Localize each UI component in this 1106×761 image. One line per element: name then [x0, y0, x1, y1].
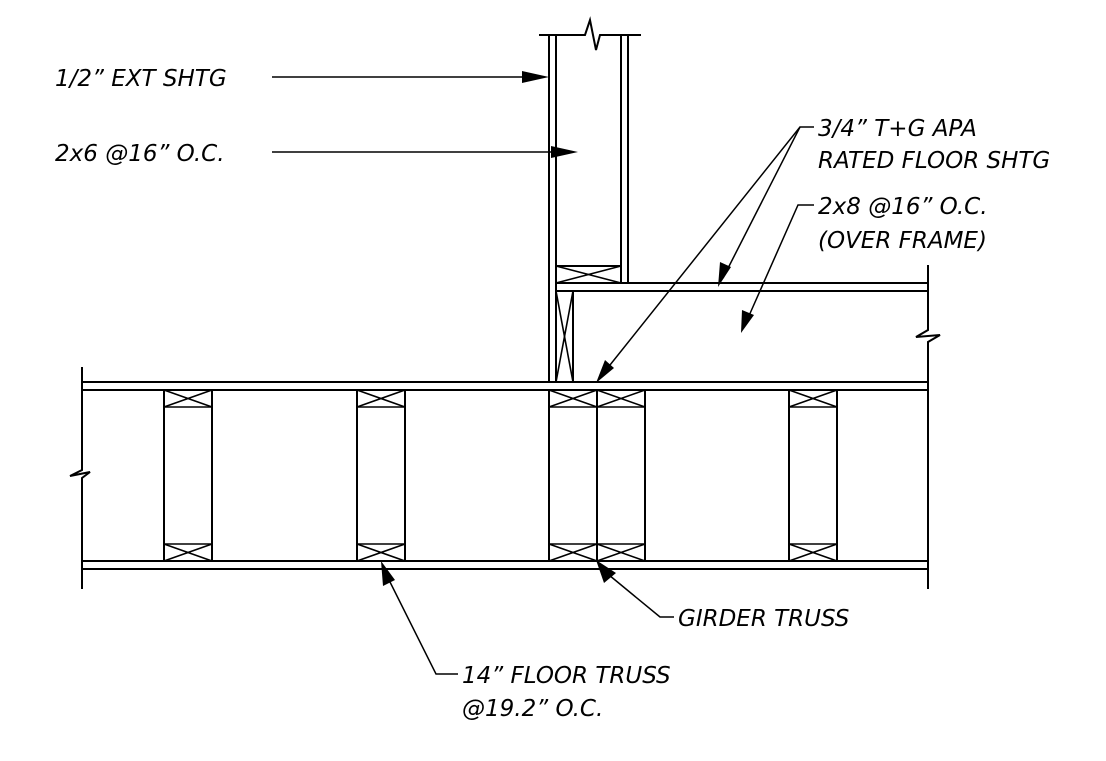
leader-floor-sheathing-upper: [722, 126, 801, 279]
floor-truss-2-web: [356, 389, 406, 562]
floor-truss-2-bottom-chord-block-x2: [356, 543, 406, 562]
floor-truss-5-top-chord-block-x2: [788, 389, 838, 408]
label-wall-studs: 2x6 @16” O.C.: [55, 141, 225, 167]
label-joists-line1: 2x8 @16” O.C.: [818, 194, 988, 220]
floor-truss-5-web: [788, 389, 838, 562]
floor-system: [69, 367, 929, 589]
floor-truss-2: [356, 389, 406, 562]
arrowhead-floor-sheathing-lower: [596, 360, 614, 383]
arrowhead-floor-sheathing-upper: [718, 262, 731, 287]
girder-truss-ply-2-web: [596, 389, 646, 562]
label-girder-truss: GIRDER TRUSS: [678, 606, 849, 632]
label-floor-truss-line1: 14” FLOOR TRUSS: [462, 663, 671, 689]
girder-truss-ply-1-top-chord-block-x2: [548, 389, 598, 408]
arrowhead-floor-truss: [381, 561, 395, 586]
wall-bottom-plate-x2: [555, 265, 622, 284]
label-floor-sheathing-line1: 3/4” T+G APA: [818, 116, 977, 142]
leader-girder-truss: [608, 574, 674, 618]
rim-board-x2: [555, 290, 574, 383]
floor-trusses: [163, 389, 838, 562]
leaders: [272, 71, 814, 675]
girder-truss-ply-2: [596, 389, 646, 562]
arrowhead-girder-truss: [596, 560, 616, 583]
floor-truss-1-bottom-chord-block-x2: [163, 543, 213, 562]
right-break-line: [915, 265, 941, 383]
annotations: 1/2” EXT SHTG 2x6 @16” O.C. 3/4” T+G APA…: [55, 66, 1050, 722]
label-floor-truss-line2: @19.2” O.C.: [462, 696, 603, 722]
girder-truss-ply-2-top-chord-block-x2: [596, 389, 646, 408]
exterior-wall: [539, 16, 641, 383]
floor-truss-1-top-chord-block-x2: [163, 389, 213, 408]
arrowhead-joists: [741, 310, 754, 333]
top-break-line: [539, 16, 641, 51]
label-floor-sheathing-line2: RATED FLOOR SHTG: [818, 148, 1050, 174]
leader-floor-truss: [387, 577, 458, 675]
leader-joists: [747, 204, 814, 319]
floor-truss-1: [163, 389, 213, 562]
floor-truss-1-web: [163, 389, 213, 562]
girder-truss-ply-1-web: [548, 389, 598, 562]
floor-truss-5-bottom-chord-block-x2: [788, 543, 838, 562]
arrowhead-wall-studs: [551, 146, 578, 158]
arrowhead-ext-sheathing: [522, 71, 549, 83]
over-frame-floor: [555, 265, 941, 383]
girder-truss-ply-1-bottom-chord-block-x2: [548, 543, 598, 562]
label-joists-line2: (OVER FRAME): [818, 228, 987, 254]
floor-truss-5: [788, 389, 838, 562]
floor-truss-2-top-chord-block-x2: [356, 389, 406, 408]
left-break-line: [69, 367, 91, 589]
label-ext-sheathing: 1/2” EXT SHTG: [55, 66, 227, 92]
girder-truss-ply-2-bottom-chord-block-x2: [596, 543, 646, 562]
girder-truss-ply-1: [548, 389, 598, 562]
leader-floor-sheathing: [601, 126, 814, 376]
